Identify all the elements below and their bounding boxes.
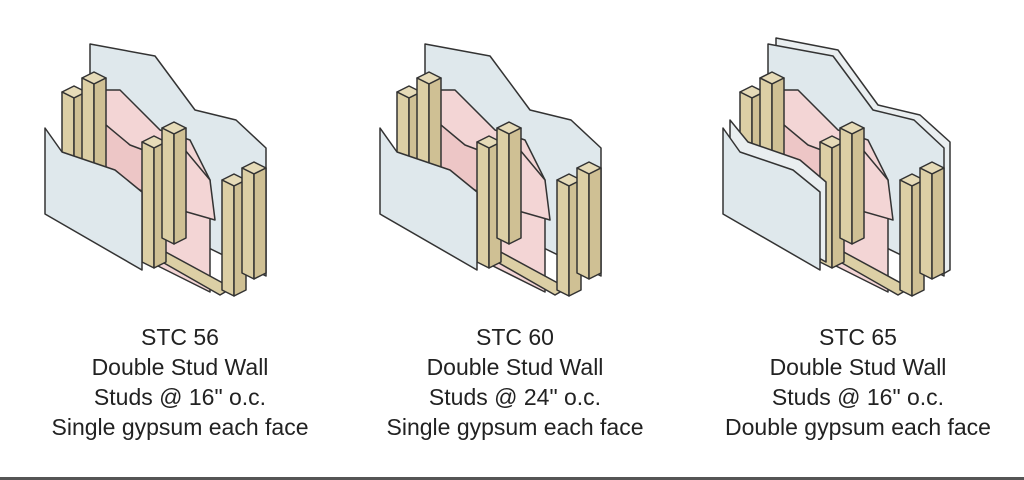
- gypsum-layers: Double gypsum each face: [725, 414, 991, 440]
- divider: [0, 477, 1024, 480]
- stc-rating: STC 65: [819, 324, 897, 350]
- wall-panel-stc65: STC 65 Double Stud Wall Studs @ 16" o.c.…: [688, 0, 1024, 480]
- wall-caption: STC 56 Double Stud Wall Studs @ 16" o.c.…: [10, 322, 350, 442]
- stud: [241, 167, 255, 280]
- gypsum-board-front: [379, 127, 478, 271]
- wall-type: Double Stud Wall: [769, 354, 947, 380]
- stud: [253, 167, 267, 280]
- gypsum-board-front: [722, 127, 821, 271]
- wall-illustration: [722, 37, 951, 297]
- stud: [173, 127, 187, 245]
- stud: [221, 179, 235, 297]
- stud: [588, 167, 602, 280]
- stud: [931, 167, 945, 280]
- stud: [496, 127, 510, 245]
- wall-panel-stc60: STC 60 Double Stud Wall Studs @ 24" o.c.…: [345, 0, 685, 480]
- wall-type: Double Stud Wall: [426, 354, 604, 380]
- stc-rating: STC 60: [476, 324, 554, 350]
- gypsum-layers: Single gypsum each face: [51, 414, 309, 440]
- wall-illustration: [379, 43, 602, 297]
- wall-caption: STC 60 Double Stud Wall Studs @ 24" o.c.…: [345, 322, 685, 442]
- wall-type: Double Stud Wall: [91, 354, 269, 380]
- stud: [161, 127, 175, 245]
- wall-panel-stc56: STC 56 Double Stud Wall Studs @ 16" o.c.…: [10, 0, 350, 480]
- wall-illustration: [44, 43, 267, 297]
- stud: [556, 179, 570, 297]
- gypsum-board-front: [44, 127, 143, 271]
- stud: [141, 141, 155, 269]
- stud-spacing: Studs @ 16" o.c.: [93, 384, 267, 410]
- stud: [899, 179, 913, 297]
- stud: [576, 167, 590, 280]
- stud-spacing: Studs @ 16" o.c.: [771, 384, 945, 410]
- stud: [476, 141, 490, 269]
- stud: [919, 167, 933, 280]
- stud-spacing: Studs @ 24" o.c.: [428, 384, 602, 410]
- stud: [851, 127, 865, 245]
- stc-rating: STC 56: [141, 324, 219, 350]
- stud: [839, 127, 853, 245]
- wall-caption: STC 65 Double Stud Wall Studs @ 16" o.c.…: [688, 322, 1024, 442]
- gypsum-layers: Single gypsum each face: [386, 414, 644, 440]
- stud: [508, 127, 522, 245]
